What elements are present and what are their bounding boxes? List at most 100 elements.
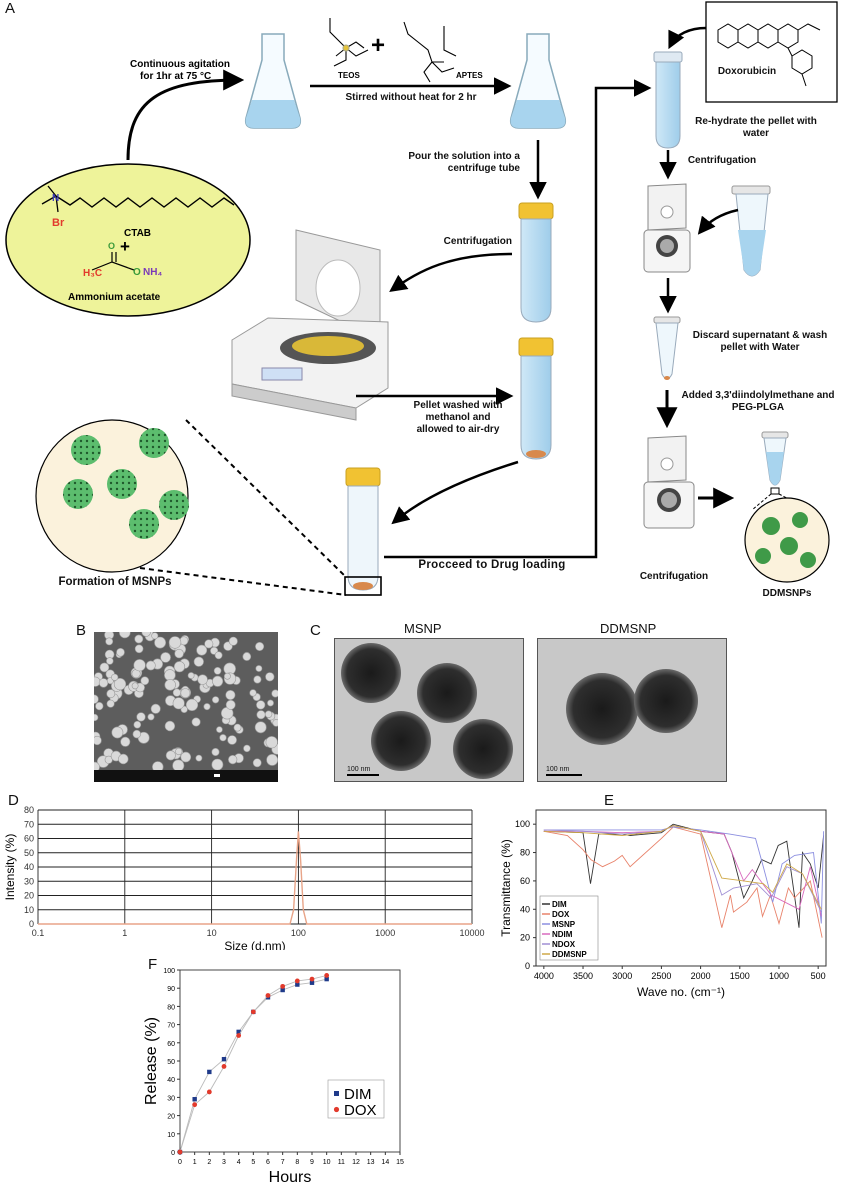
data-point-dim (280, 987, 285, 993)
y-tick-label: 10 (24, 905, 34, 915)
x-tick-label: 6 (266, 1159, 270, 1166)
x-tick-label: 1 (193, 1159, 197, 1166)
y-tick-label: 40 (24, 862, 34, 872)
y-tick-label: 60 (24, 834, 34, 844)
y-tick-label: 70 (24, 819, 34, 829)
series-line-msnp (543, 826, 825, 924)
x-tick-label: 14 (381, 1159, 389, 1166)
y-tick-label: 20 (24, 891, 34, 901)
doxorubicin-box (705, 1, 838, 103)
ddmsnp-particles (755, 512, 816, 568)
x-axis-label: Wave no. (cm⁻¹) (637, 985, 725, 999)
panel-label-a: A (5, 0, 16, 17)
data-point-dox (206, 1089, 212, 1095)
big-centrifuge (231, 229, 389, 421)
series-line-ddmsnp (543, 825, 822, 910)
y-tick-label: 70 (167, 1023, 175, 1030)
x-axis-label: Hours (269, 1169, 312, 1186)
doxorubicin-label: Doxorubicin (717, 66, 777, 77)
legend-label: DDMSNP (552, 950, 587, 959)
y-tick-label: 50 (167, 1059, 175, 1066)
legend-label: DIM (344, 1086, 372, 1103)
panel-label-d: D (8, 792, 19, 809)
flask-1 (244, 33, 302, 129)
data-point-dox (221, 1064, 227, 1069)
svg-text:O: O (133, 267, 141, 278)
centrifugation-label-3: Centrifugation (639, 571, 709, 582)
legend-label: DOX (344, 1102, 377, 1119)
y-tick-label: 40 (520, 904, 530, 914)
panel-label-b: B (76, 622, 87, 639)
legend-label: NDIM (552, 930, 573, 939)
legend-swatch (334, 1091, 339, 1096)
tem-msnp-scale: 100 nm (347, 766, 371, 773)
x-tick-label: 1 (122, 928, 127, 938)
sem-image (94, 632, 278, 782)
y-tick-label: 30 (24, 876, 34, 886)
added-label: Added 3,3'diindolylmethane and PEG-PLGA (681, 390, 835, 413)
data-point-dox (177, 1149, 183, 1155)
y-tick-label: 0 (525, 961, 530, 971)
data-point-dim (192, 1097, 197, 1102)
series-line-ndim (543, 825, 822, 917)
n-atom: N (52, 193, 59, 204)
centrifuge-tube-3 (344, 467, 382, 596)
y-axis-label: Intensity (%) (3, 834, 17, 901)
eppendorf-1 (731, 185, 771, 277)
stirred-label: Stirred without heat for 2 hr (345, 92, 477, 103)
x-tick-label: 3000 (612, 971, 632, 981)
data-point-dim (309, 980, 315, 985)
y-tick-label: 80 (24, 805, 34, 815)
teos-label: TEOS (338, 71, 360, 80)
centrifugation-label: Centrifugation (443, 236, 512, 247)
series-line-dox (543, 826, 823, 938)
x-tick-label: 10000 (459, 928, 484, 938)
y-tick-label: 20 (167, 1114, 175, 1121)
y-tick-label: 20 (520, 933, 530, 943)
data-point-dox (236, 1033, 242, 1038)
data-point-dox (309, 976, 315, 982)
y-tick-label: 50 (24, 848, 34, 858)
rehydrate-label: Re-hydrate the pellet with water (695, 116, 817, 139)
teos-structure (329, 18, 369, 67)
small-centrifuge-1 (643, 183, 691, 273)
x-tick-label: 0 (178, 1159, 182, 1166)
series-line-dim (543, 823, 825, 928)
data-point-dox (294, 978, 300, 984)
data-point-dim (221, 1056, 227, 1062)
series-line (179, 975, 327, 1153)
tem-msnp-image: 100 nm (334, 638, 524, 782)
data-point-dox (250, 1009, 256, 1015)
x-tick-label: 13 (367, 1159, 375, 1166)
y-tick-label: 0 (29, 919, 34, 929)
acetate-structure (91, 252, 135, 271)
arrow-eppendorf-to-centrifuge (697, 208, 739, 235)
centrifuge-tube-1 (518, 202, 554, 323)
legend-label: NDOX (552, 940, 576, 949)
reagent-oval (5, 163, 251, 317)
x-tick-label: 1000 (769, 971, 789, 981)
x-tick-label: 15 (396, 1159, 404, 1166)
x-tick-label: 11 (338, 1159, 345, 1166)
x-tick-label: 10 (323, 1159, 331, 1166)
x-tick-label: 0.1 (32, 928, 45, 938)
x-tick-label: 500 (811, 971, 826, 981)
x-tick-label: 12 (352, 1159, 360, 1166)
data-point-dox (265, 993, 271, 998)
pour-label: Pour the solution into a centrifuge tube (408, 151, 520, 174)
small-centrifuge-2 (643, 435, 695, 529)
panel-label-f: F (148, 956, 158, 973)
br-atom: Br (52, 217, 65, 229)
y-tick-label: 100 (515, 819, 530, 829)
y-tick-label: 80 (520, 848, 530, 858)
agitation-label-2: for 1hr at 75 °C (140, 71, 211, 82)
x-tick-label: 9 (310, 1159, 314, 1166)
ddmsnps-label: DDMSNPs (762, 588, 812, 599)
y-axis-label: Transmittance (%) (499, 839, 513, 937)
y-tick-label: 30 (167, 1095, 175, 1102)
x-tick-label: 7 (281, 1159, 285, 1166)
x-tick-label: 4000 (534, 971, 554, 981)
ctab-label: CTAB (124, 228, 151, 239)
